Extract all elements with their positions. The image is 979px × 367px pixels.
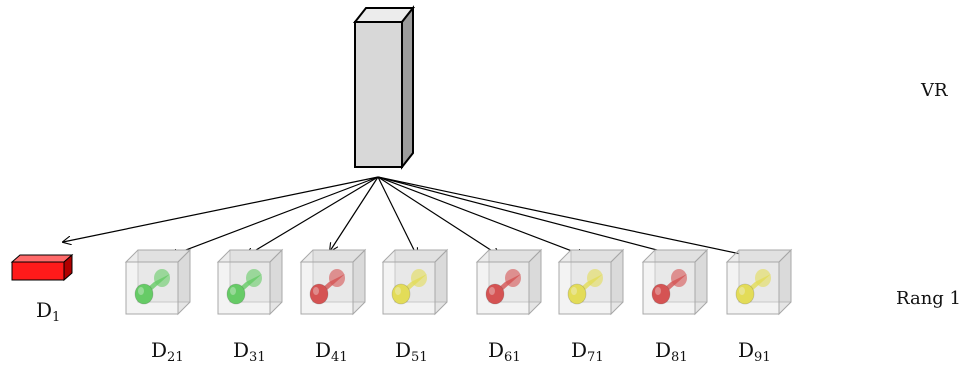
d1-label-base: D (36, 298, 53, 322)
node-label-d21: D21 (151, 338, 184, 365)
cube-d81 (641, 248, 709, 316)
cube-d71 (557, 248, 625, 316)
arrow-to-d81 (377, 176, 680, 256)
node-label-base: D (738, 338, 755, 362)
arrow-to-d91 (377, 176, 750, 256)
node-label-sub: 41 (331, 350, 348, 365)
node-label-d81: D81 (655, 338, 688, 365)
node-label-sub: 81 (671, 350, 688, 365)
d1-block (10, 253, 74, 282)
node-label-base: D (395, 338, 412, 362)
node-label-base: D (315, 338, 332, 362)
node-label-base: D (233, 338, 250, 362)
node-label-sub: 91 (754, 350, 771, 365)
cube-d51 (381, 248, 449, 316)
cube-d21 (124, 248, 192, 316)
cube-d31 (216, 248, 284, 316)
d1-label-sub: 1 (52, 310, 61, 325)
d1-label: D1 (36, 298, 60, 325)
arrow-to-d21 (170, 176, 379, 256)
arrow-to-d61 (377, 176, 500, 256)
arrow-to-d41 (330, 176, 379, 251)
node-label-d61: D61 (488, 338, 521, 365)
node-label-d71: D71 (571, 338, 604, 365)
arrow-to-d51 (377, 176, 417, 256)
node-label-base: D (151, 338, 168, 362)
node-label-d91: D91 (738, 338, 771, 365)
vr-label: VR (921, 80, 948, 101)
cube-d61 (475, 248, 543, 316)
node-label-base: D (655, 338, 672, 362)
node-label-base: D (488, 338, 505, 362)
node-label-sub: 51 (411, 350, 428, 365)
node-label-sub: 21 (167, 350, 184, 365)
arrow-to-d1 (63, 176, 379, 242)
cube-d41 (299, 248, 367, 316)
node-label-base: D (571, 338, 588, 362)
vr-block (352, 5, 416, 170)
node-label-sub: 31 (249, 350, 266, 365)
cube-d91 (725, 248, 793, 316)
node-label-d51: D51 (395, 338, 428, 365)
rank-label: Rang 1 (896, 288, 961, 309)
node-label-d41: D41 (315, 338, 348, 365)
node-cubes (124, 248, 793, 316)
node-label-sub: 61 (504, 350, 521, 365)
node-label-d31: D31 (233, 338, 266, 365)
arrow-to-d71 (377, 176, 585, 256)
arrows (63, 176, 750, 256)
arrow-to-d31 (246, 176, 379, 256)
node-label-sub: 71 (587, 350, 604, 365)
